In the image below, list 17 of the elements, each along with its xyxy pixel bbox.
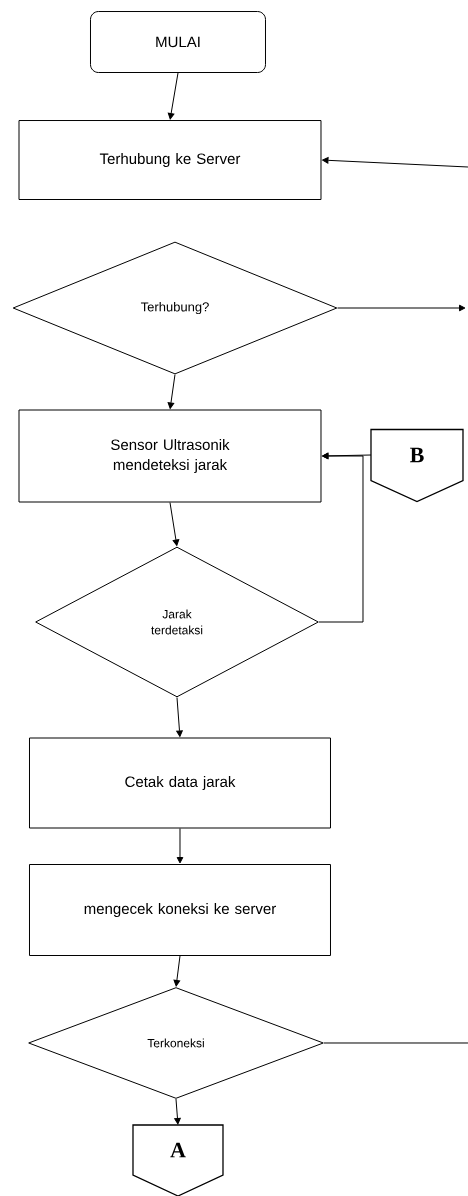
off-page-connector: B — [370, 428, 464, 503]
arrow — [176, 697, 183, 737]
arrow — [167, 374, 176, 409]
arrow — [176, 828, 184, 864]
process-box: Sensor Ultrasonik mendeteksi jarak — [18, 409, 322, 503]
arrow — [173, 955, 181, 987]
arrow — [322, 452, 372, 460]
arrow — [174, 1098, 181, 1125]
process-box: mengecek koneksi ke server — [29, 864, 331, 956]
arrow — [169, 502, 180, 546]
arrow — [167, 72, 179, 120]
process-box: Cetak data jarak — [29, 737, 331, 829]
off-page-connector: A — [132, 1124, 224, 1196]
arrow — [322, 157, 468, 168]
start-terminal: MULAI — [90, 11, 266, 73]
arrow — [337, 304, 466, 312]
process-box: Terhubung ke Server — [18, 120, 322, 200]
